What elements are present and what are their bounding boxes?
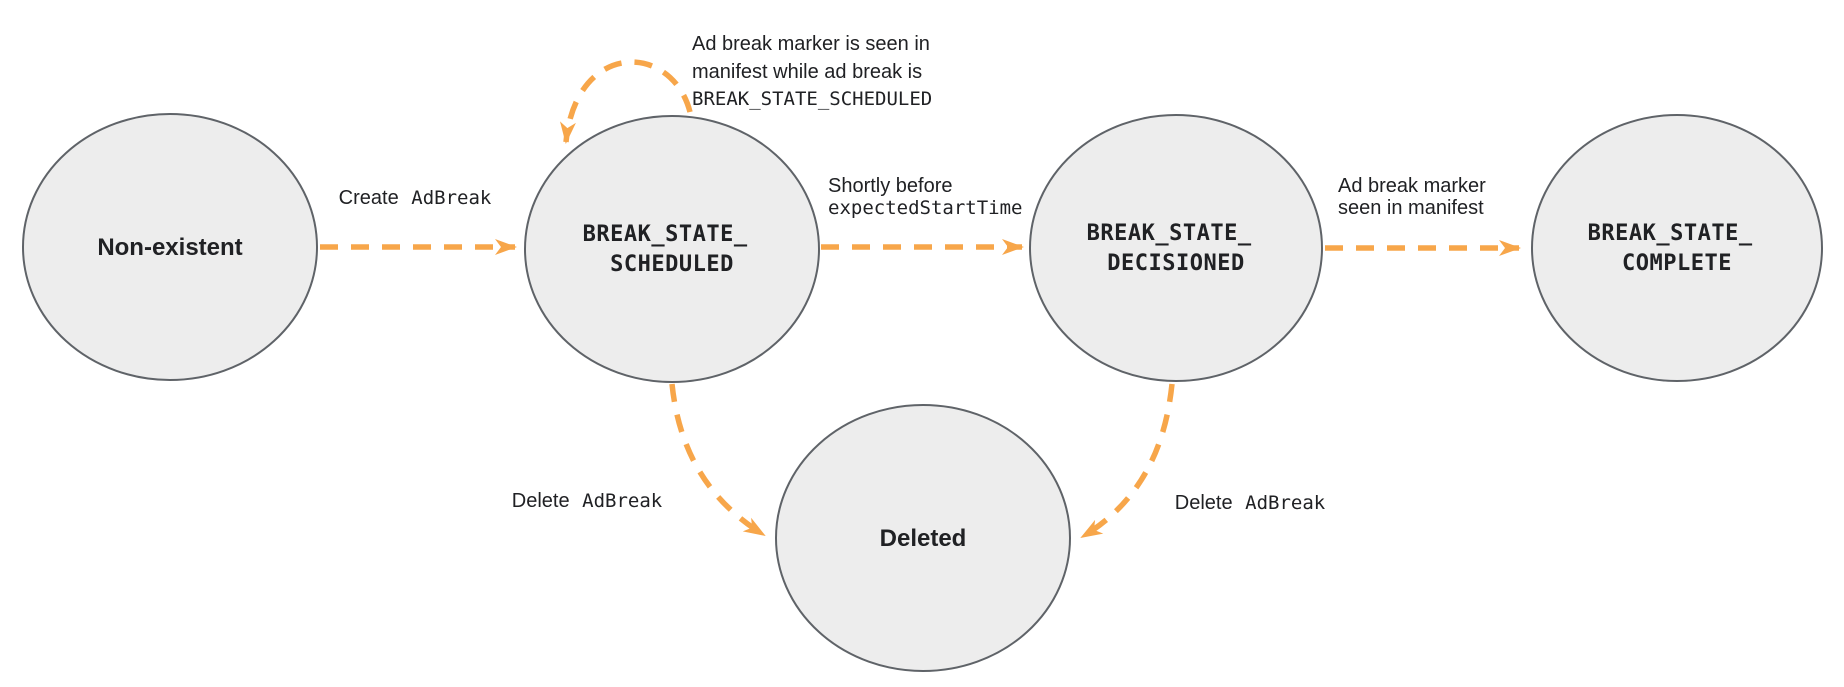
state-label-complete: BREAK_STATE_ COMPLETE xyxy=(1588,221,1767,276)
state-label-line: BREAK_STATE_ xyxy=(1588,221,1753,246)
edge-decisioned-to-deleted xyxy=(1080,383,1175,540)
edge-label-line: manifest while ad break is xyxy=(692,61,922,83)
edge-label-code: AdBreak xyxy=(582,490,663,512)
state-node-complete xyxy=(1531,114,1823,382)
edge-label-self-loop: Ad break marker is seen in manifest whil… xyxy=(692,33,935,110)
edge-label-marker-seen: Ad break marker seen in manifest xyxy=(1338,175,1491,219)
edge-scheduled-to-deleted xyxy=(669,383,766,538)
edges-layer xyxy=(320,59,1521,540)
state-node-non-existent xyxy=(22,113,318,381)
state-node-decisioned xyxy=(1029,114,1323,382)
state-node-scheduled xyxy=(524,115,820,383)
edge-label-plain: Delete xyxy=(1175,492,1233,514)
state-label-line: BREAK_STATE_ xyxy=(583,222,748,247)
edge-label-line: Shortly before xyxy=(828,175,953,197)
state-label-line: DECISIONED xyxy=(1107,251,1244,276)
nodes-layer xyxy=(22,113,1823,672)
state-label-scheduled: BREAK_STATE_ SCHEDULED xyxy=(583,222,762,277)
edge-label-shortly-before: Shortly before expectedStartTime xyxy=(828,175,1022,219)
state-label-non-existent: Non-existent xyxy=(97,234,242,261)
edge-label-delete-from-scheduled: Delete AdBreak xyxy=(512,490,663,512)
edge-self-loop-scheduled xyxy=(560,59,693,144)
edge-label-code: expectedStartTime xyxy=(828,197,1022,219)
state-label-line: BREAK_STATE_ xyxy=(1087,221,1252,246)
edge-label-code: BREAK_STATE_SCHEDULED xyxy=(692,88,932,110)
edge-label-code: AdBreak xyxy=(411,187,492,209)
edge-label-delete-from-decisioned: Delete AdBreak xyxy=(1175,492,1326,514)
state-label-decisioned: BREAK_STATE_ DECISIONED xyxy=(1087,221,1266,276)
state-label-line: SCHEDULED xyxy=(610,252,734,277)
edge-label-plain: Create xyxy=(339,187,399,209)
state-label-line: COMPLETE xyxy=(1622,251,1732,276)
edge-label-line: Ad break marker is seen in xyxy=(692,33,930,55)
edge-label-create-adbreak: Create AdBreak xyxy=(339,187,492,209)
state-label-deleted: Deleted xyxy=(880,525,967,552)
edge-label-line: seen in manifest xyxy=(1338,197,1484,219)
state-node-deleted xyxy=(775,404,1071,672)
edge-label-line: Ad break marker xyxy=(1338,175,1486,197)
edge-label-code: AdBreak xyxy=(1245,492,1326,514)
edge-label-plain: Delete xyxy=(512,490,570,512)
labels-layer: Non-existent BREAK_STATE_ SCHEDULED BREA… xyxy=(97,33,1767,552)
